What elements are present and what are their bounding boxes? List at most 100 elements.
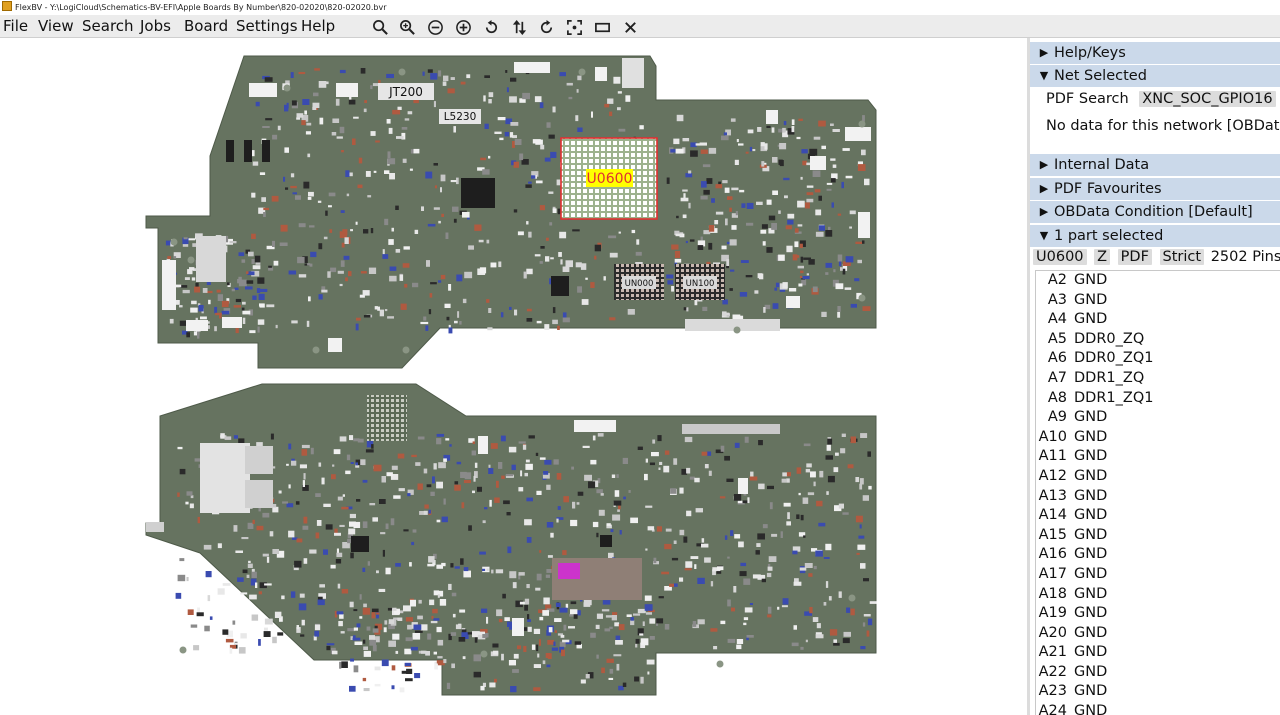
part-z-button[interactable]: Z (1094, 249, 1111, 265)
rectangle-button[interactable] (591, 17, 613, 37)
pcb-component (771, 533, 778, 537)
pin-id: A22 (1038, 663, 1067, 680)
zoom-fit-button[interactable] (369, 17, 391, 37)
pcb-component (562, 312, 567, 319)
inductor (244, 140, 252, 162)
pcb-component (365, 449, 374, 453)
pcb-component (514, 309, 518, 316)
panel-splitter[interactable] (1027, 38, 1030, 715)
section-obdata-condition[interactable]: ▶OBData Condition [Default] (1030, 201, 1280, 223)
pcb-component (669, 583, 674, 587)
board-viewport[interactable]: U0600 UN000 UN100 JT200 L5230 (0, 38, 1027, 715)
pcb-component (353, 521, 361, 528)
pin-id: A14 (1038, 507, 1067, 524)
pcb-component (526, 308, 532, 312)
pcb-component (682, 147, 686, 154)
pin-id: A20 (1038, 624, 1067, 641)
pcb-component (500, 312, 504, 318)
menu-search[interactable]: Search (82, 17, 134, 35)
pcb-component (166, 258, 171, 261)
pcb-component (569, 613, 574, 617)
pcb-component (543, 597, 550, 605)
menu-jobs[interactable]: Jobs (140, 17, 171, 35)
pcb-component (262, 553, 269, 557)
pin-id: A21 (1038, 644, 1067, 661)
pcb-component (335, 98, 340, 106)
fit-screen-button[interactable] (563, 17, 585, 37)
menu-help[interactable]: Help (301, 17, 336, 35)
pcb-component (235, 298, 242, 303)
zoom-out-button[interactable] (424, 17, 446, 37)
section-help-keys[interactable]: ▶Help/Keys (1030, 42, 1280, 64)
pcb-component (207, 595, 211, 602)
pcb-component (833, 467, 839, 473)
pcb-component (395, 249, 401, 253)
menu-view[interactable]: View (38, 17, 74, 35)
pcb-component (552, 319, 558, 325)
zoom-in-circle-button[interactable] (452, 17, 474, 37)
pcb-component (328, 192, 336, 197)
pcb-component (401, 127, 408, 130)
pcb-component (314, 106, 318, 110)
menu-file[interactable]: File (3, 17, 29, 35)
pcb-component (597, 433, 604, 437)
pdf-search-value[interactable]: XNC_SOC_GPIO16 (1139, 91, 1276, 107)
pcb-component (384, 309, 388, 312)
pcb-component (712, 567, 721, 572)
pcb-component (279, 242, 288, 246)
part-strict-button[interactable]: Strict (1159, 249, 1205, 265)
pcb-component (206, 280, 211, 285)
pcb-component (245, 286, 253, 290)
rotate-cw-button[interactable] (535, 17, 557, 37)
flip-button[interactable] (508, 17, 530, 37)
menu-board[interactable]: Board (184, 17, 229, 35)
section-internal-data[interactable]: ▶Internal Data (1030, 154, 1280, 176)
part-name-chip[interactable]: U0600 (1033, 249, 1087, 265)
zoom-in-button[interactable] (396, 17, 418, 37)
pcb-component (700, 195, 708, 200)
pcb-component (209, 616, 213, 620)
menu-settings[interactable]: Settings (236, 17, 298, 35)
pcb-component (792, 546, 801, 552)
section-pdf-favourites[interactable]: ▶PDF Favourites (1030, 178, 1280, 200)
pcb-component (425, 651, 430, 656)
section-parts-selected[interactable]: ▼1 part selected (1030, 225, 1280, 247)
pcb-component (190, 495, 194, 499)
pcb-canvas[interactable]: U0600 UN000 UN100 JT200 L5230 (0, 38, 1027, 715)
part-pdf-button[interactable]: PDF (1117, 249, 1152, 265)
pcb-component (718, 181, 722, 185)
section-net-selected[interactable]: ▼Net Selected (1030, 65, 1280, 87)
pcb-component (225, 238, 233, 245)
pcb-component (358, 157, 363, 164)
pcb-component (454, 484, 461, 491)
rotate-ccw-button[interactable] (480, 17, 502, 37)
close-view-button[interactable] (619, 17, 641, 37)
pcb-component (482, 566, 490, 573)
pcb-component (546, 484, 551, 490)
pcb-component (608, 677, 614, 680)
